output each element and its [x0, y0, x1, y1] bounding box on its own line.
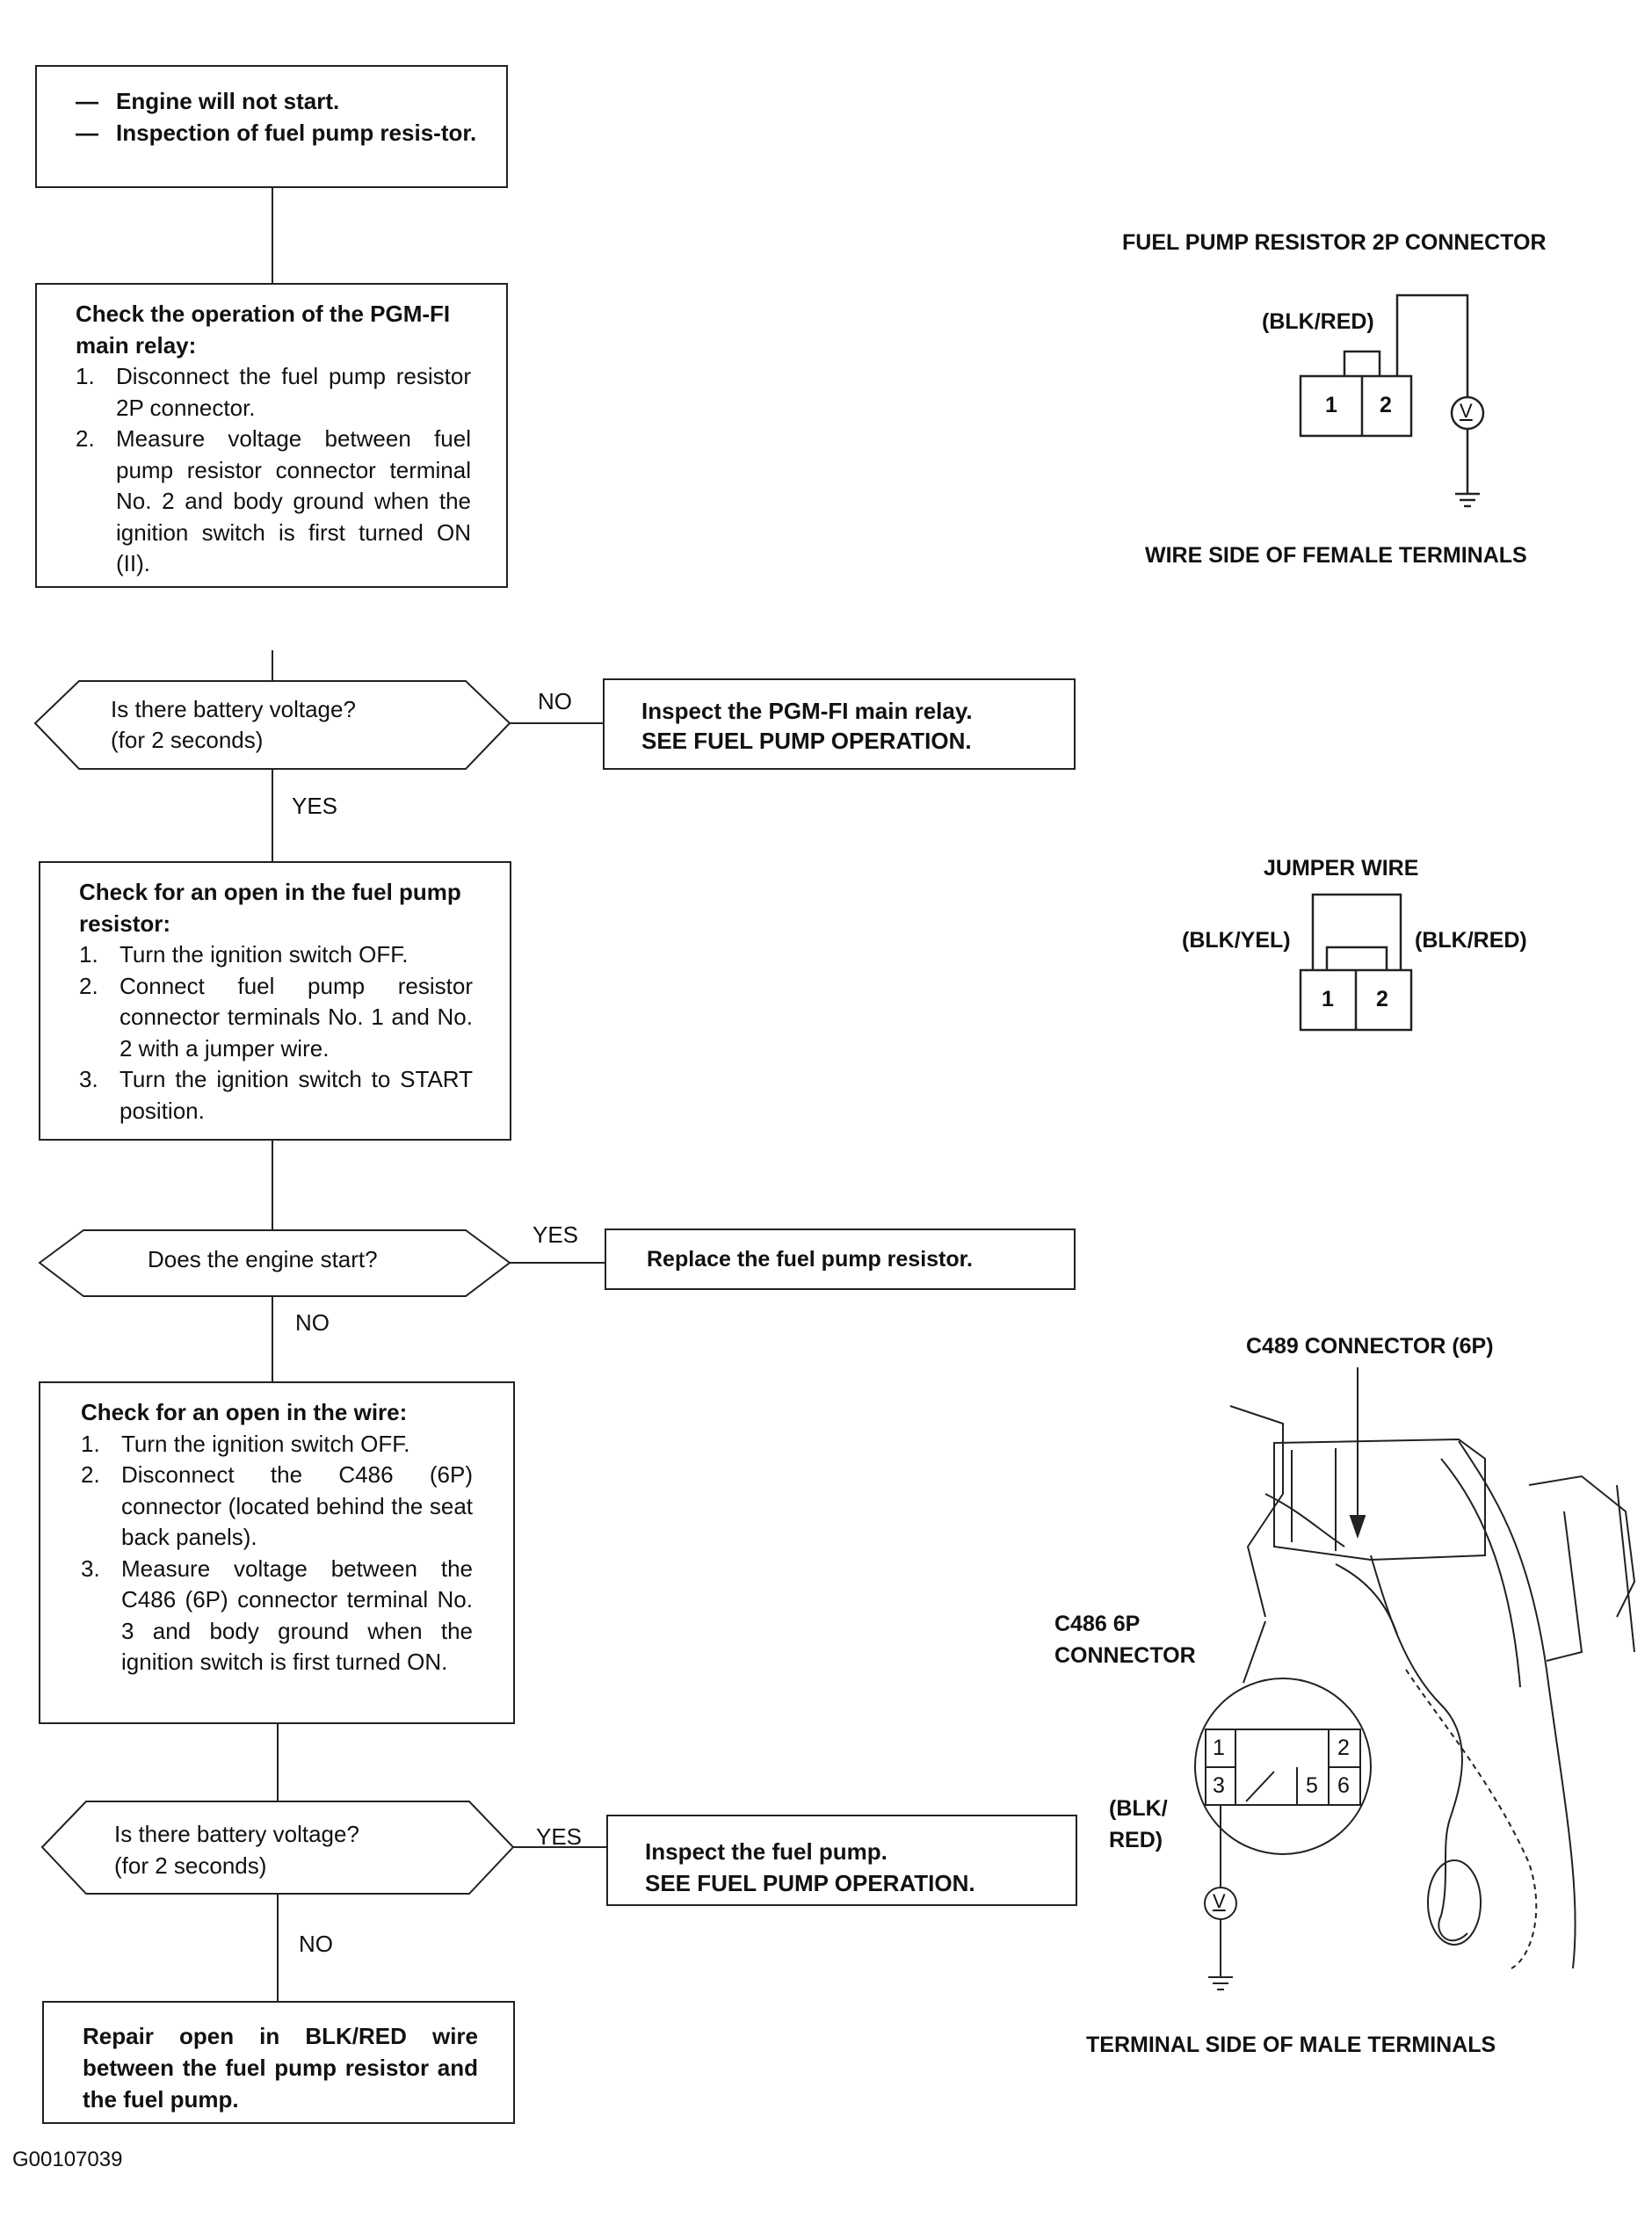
start-item: Inspection of fuel pump resis-tor.	[116, 119, 477, 146]
wire-label-line2: RED)	[1109, 1828, 1163, 1852]
start-item: Engine will not start.	[116, 88, 340, 114]
diagram-3-pin-3: 3	[1213, 1773, 1225, 1798]
result-1-line2: SEE FUEL PUMP OPERATION.	[641, 728, 972, 754]
decision-2-no-label: NO	[295, 1309, 330, 1336]
decision-1-line2: (for 2 seconds)	[111, 727, 264, 753]
decision-1-text: Is there battery voltage? (for 2 seconds…	[111, 694, 356, 756]
vehicle-harness-sketch	[1194, 1367, 1636, 1990]
check-resistor-heading: Check for an open in the fuel pump resis…	[79, 879, 461, 937]
diagram-2-pin-1: 1	[1322, 987, 1334, 1011]
repair-text: Repair open in BLK/RED wire between the …	[83, 2023, 478, 2113]
step-number: 1.	[81, 1430, 100, 1457]
diagram-3-wire-label: (BLK/ RED)	[1109, 1793, 1168, 1856]
wire-label-line1: (BLK/	[1109, 1796, 1168, 1821]
step-text: Turn the ignition switch OFF.	[121, 1430, 410, 1457]
result-1-line1: Inspect the PGM-FI main relay.	[641, 698, 973, 724]
jumper-wire	[1311, 893, 1402, 970]
decision-3-line2: (for 2 seconds)	[114, 1852, 267, 1879]
diagram-3-meter-label: V	[1213, 1890, 1226, 1912]
figure-code: G00107039	[12, 2148, 123, 2171]
diagram-1-caption: WIRE SIDE OF FEMALE TERMINALS	[1145, 543, 1527, 568]
decision-3-yes-label: YES	[536, 1823, 583, 1850]
diagram-1-pin-1: 1	[1325, 393, 1337, 417]
step-number: 2.	[76, 425, 95, 452]
diagram-3-pin-2: 2	[1337, 1736, 1350, 1760]
decision-1-yes-label: YES	[292, 793, 338, 819]
result-2-box: Replace the fuel pump resistor.	[605, 1228, 1076, 1290]
c486-label-line1: C486 6P	[1054, 1612, 1141, 1636]
decision-2-text: Does the engine start?	[148, 1246, 378, 1272]
step-text: Disconnect the C486 (6P) connector (loca…	[121, 1461, 473, 1550]
check-relay-heading: Check the operation of the PGM-FI main r…	[76, 301, 451, 359]
check-relay-box: Check the operation of the PGM-FI main r…	[35, 283, 508, 588]
diagram-1-pin-2: 2	[1380, 393, 1392, 417]
diagram-3-pin-1: 1	[1213, 1736, 1225, 1760]
result-3-box: Inspect the fuel pump. SEE FUEL PUMP OPE…	[606, 1815, 1077, 1906]
connector-latch	[1343, 350, 1381, 376]
decision-1-line1: Is there battery voltage?	[111, 696, 356, 722]
step-text: Disconnect the fuel pump resistor 2P con…	[116, 363, 471, 421]
step-text: Measure voltage between the C486 (6P) co…	[121, 1555, 473, 1676]
diagram-1-meter-label: V	[1460, 400, 1473, 422]
diagram-3-c486-label: C486 6P CONNECTOR	[1054, 1608, 1196, 1671]
step-text: Connect fuel pump resistor connector ter…	[120, 972, 473, 1062]
check-wire-heading: Check for an open in the wire:	[81, 1399, 408, 1425]
probe-wire	[1395, 294, 1469, 397]
check-wire-box: Check for an open in the wire: 1. Turn th…	[39, 1381, 515, 1724]
result-3-line1: Inspect the fuel pump.	[645, 1838, 888, 1865]
step-number: 3.	[79, 1066, 98, 1092]
decision-3-no-label: NO	[299, 1931, 333, 1957]
start-box: —Engine will not start. —Inspection of f…	[35, 65, 508, 188]
diagram-1-title: FUEL PUMP RESISTOR 2P CONNECTOR	[1122, 230, 1547, 255]
diagram-3-pin-6: 6	[1337, 1773, 1350, 1798]
repair-box: Repair open in BLK/RED wire between the …	[42, 2001, 515, 2124]
diagram-3-caption: TERMINAL SIDE OF MALE TERMINALS	[1086, 2033, 1496, 2057]
connector-latch	[1325, 946, 1388, 970]
step-number: 1.	[76, 363, 95, 389]
c486-label-line2: CONNECTOR	[1054, 1643, 1196, 1668]
decision-3-text: Is there battery voltage? (for 2 seconds…	[114, 1818, 359, 1881]
connector-body	[1299, 374, 1413, 438]
diagram-2-right-label: (BLK/RED)	[1415, 928, 1527, 953]
result-2-text: Replace the fuel pump resistor.	[647, 1247, 973, 1272]
diagram-3-title: C489 CONNECTOR (6P)	[1246, 1334, 1494, 1359]
decision-3-line1: Is there battery voltage?	[114, 1821, 359, 1847]
step-text: Turn the ignition switch OFF.	[120, 941, 409, 968]
diagram-1-wire-label: (BLK/RED)	[1262, 309, 1374, 334]
diagram-2-pin-2: 2	[1376, 987, 1388, 1011]
step-number: 2.	[79, 972, 98, 999]
decision-shape-1	[33, 680, 511, 770]
step-number: 3.	[81, 1555, 100, 1582]
step-number: 1.	[79, 941, 98, 968]
result-3-line2: SEE FUEL PUMP OPERATION.	[645, 1870, 975, 1896]
step-text: Turn the ignition switch to START positi…	[120, 1066, 473, 1124]
decision-1-no-label: NO	[538, 688, 572, 714]
result-1-box: Inspect the PGM-FI main relay. SEE FUEL …	[603, 678, 1076, 770]
diagram-2-title: JUMPER WIRE	[1264, 856, 1419, 881]
connector-callout-circle	[1194, 1678, 1372, 1855]
step-text: Measure voltage between fuel pump resist…	[116, 425, 471, 576]
decision-shape-3	[40, 1801, 515, 1895]
diagram-2-left-label: (BLK/YEL)	[1182, 928, 1291, 953]
step-number: 2.	[81, 1461, 100, 1488]
decision-2-yes-label: YES	[533, 1221, 579, 1248]
check-resistor-box: Check for an open in the fuel pump resis…	[39, 861, 511, 1141]
decision-shape-2	[38, 1229, 511, 1297]
diagram-3-pin-5: 5	[1306, 1773, 1318, 1798]
